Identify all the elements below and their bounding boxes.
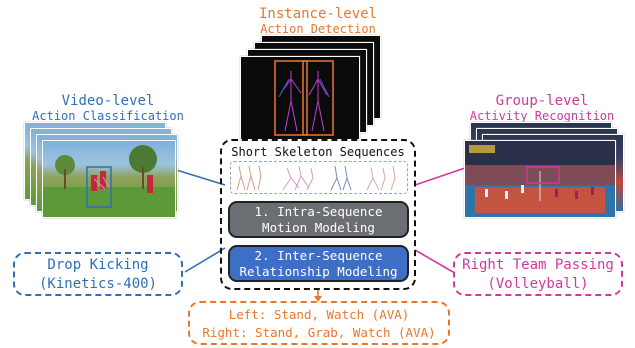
module2-line1: 2. Inter-Sequence <box>254 247 383 263</box>
group-subtitle: Activity Recognition <box>469 109 615 123</box>
group-title: Group-level <box>495 93 589 109</box>
module2-line2: Relationship Modeling <box>239 263 398 279</box>
skeleton-strip <box>230 161 408 194</box>
video-output-line2: (Kinetics-400) <box>38 276 157 292</box>
group-output-line2: (Volleyball) <box>487 276 589 292</box>
instance-output-box: Left: Stand, Watch (AVA) Right: Stand, G… <box>188 301 450 345</box>
group-output-box: Right Team Passing (Volleyball) <box>453 252 623 296</box>
center-title: Short Skeleton Sequences <box>231 145 405 159</box>
module1-line2: Motion Modeling <box>262 219 375 235</box>
module1-line1: 1. Intra-Sequence <box>254 203 383 219</box>
instance-subtitle: Action Detection <box>260 22 376 36</box>
inter-sequence-module: 2. Inter-Sequence Relationship Modeling <box>228 245 409 282</box>
video-image <box>42 140 176 218</box>
video-output-connector <box>184 247 226 273</box>
instance-output-line1: Left: Stand, Watch (AVA) <box>228 307 410 322</box>
video-output-box: Drop Kicking (Kinetics-400) <box>13 252 183 296</box>
video-connector <box>169 167 226 186</box>
instance-title: Instance-level <box>258 6 377 22</box>
intra-sequence-module: 1. Intra-Sequence Motion Modeling <box>228 201 409 238</box>
video-output-line1: Drop Kicking <box>47 257 149 273</box>
video-subtitle: Action Classification <box>32 109 184 123</box>
instance-image <box>240 56 360 140</box>
group-output-connector <box>414 249 454 273</box>
instance-output-arrow <box>314 296 322 302</box>
group-connector <box>414 167 466 186</box>
group-image <box>464 140 616 218</box>
group-output-line1: Right Team Passing <box>462 257 614 273</box>
video-title: Video-level <box>61 93 155 109</box>
instance-output-line2: Right: Stand, Grab, Watch (AVA) <box>202 325 436 340</box>
center-block <box>220 139 416 290</box>
